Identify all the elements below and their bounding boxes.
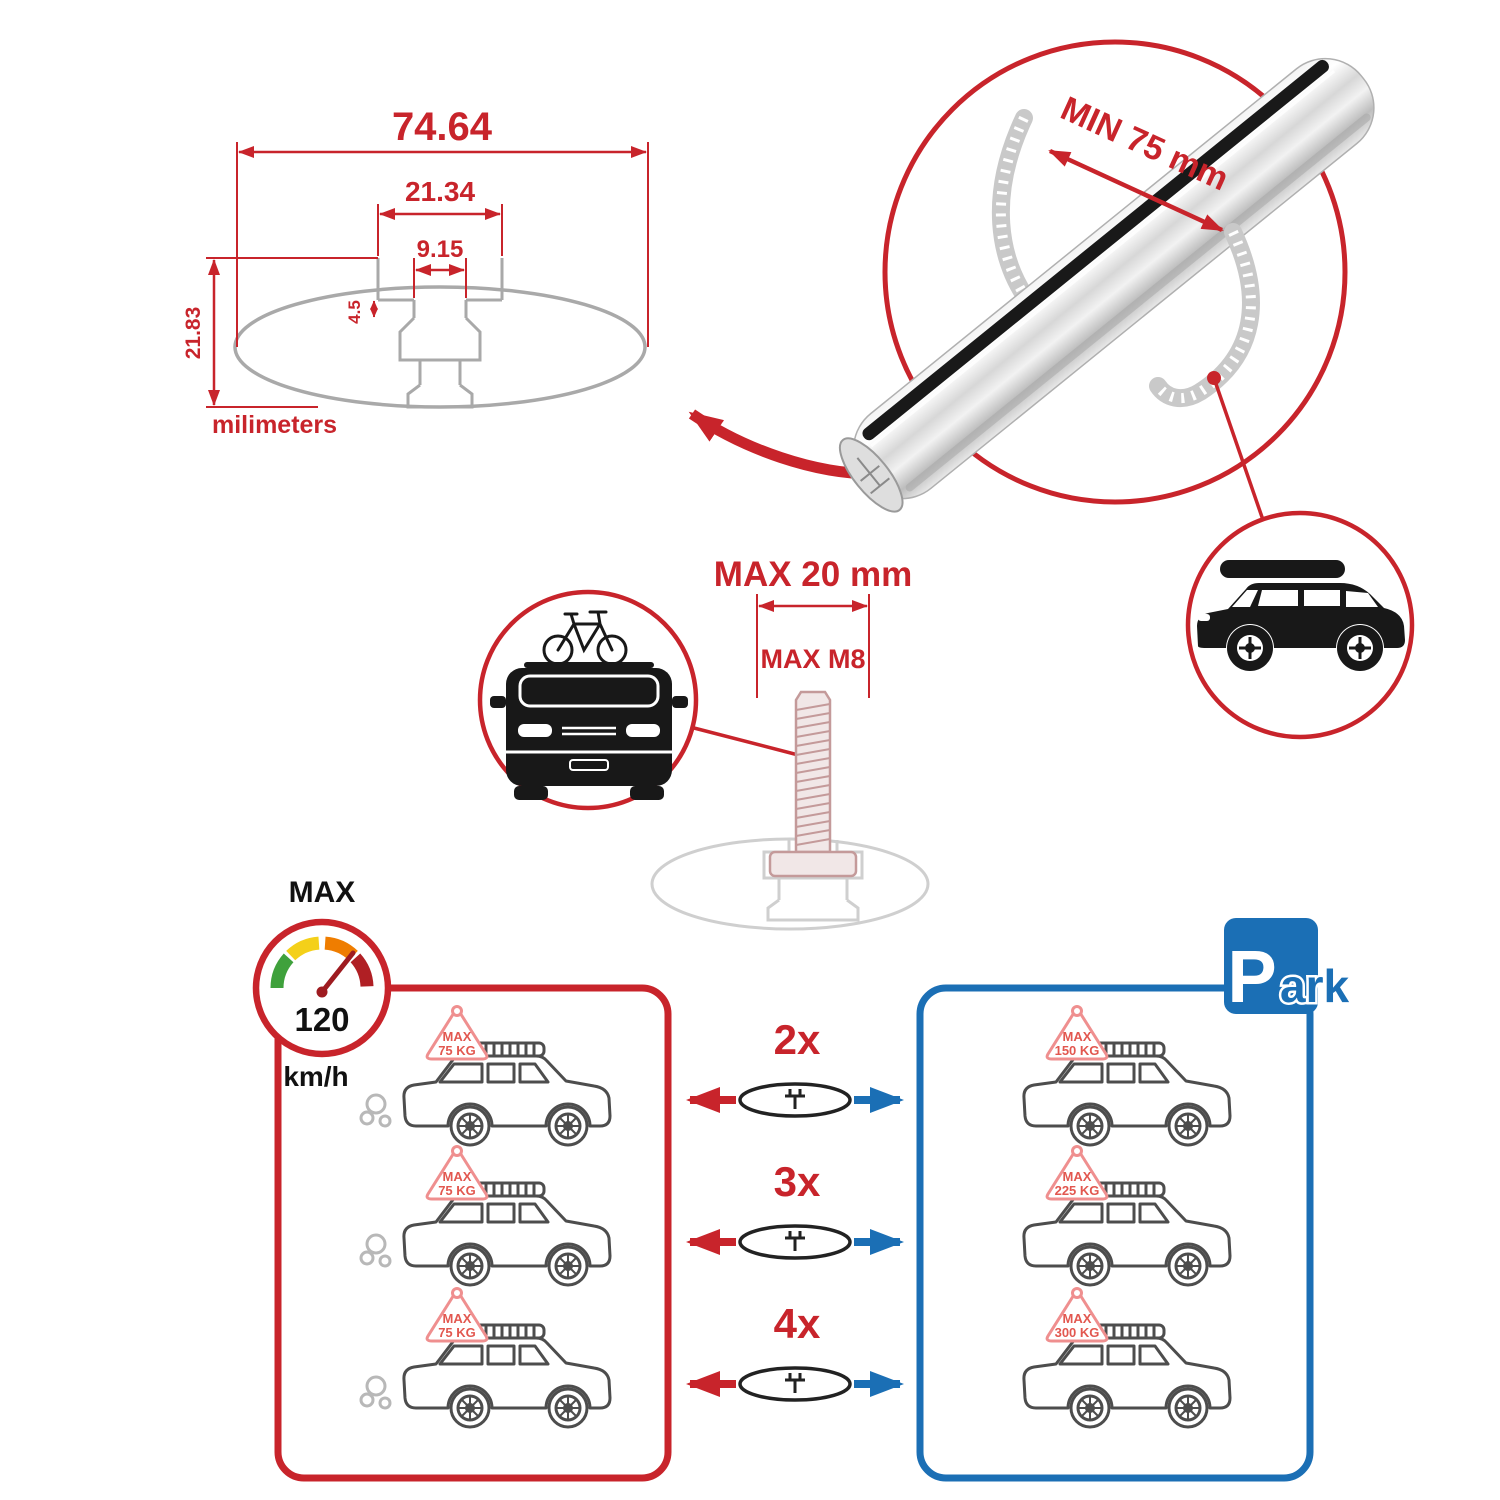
bolt-max-width-label: MAX 20 mm	[714, 555, 912, 594]
dim-channel-inner-ext	[413, 258, 467, 298]
sign-max-label: MAX	[1063, 1029, 1092, 1044]
gauge-arc-red	[350, 953, 374, 987]
bolt-flange	[768, 850, 858, 878]
crossbar-icon-3	[738, 1366, 852, 1402]
speed-value: 120	[294, 1001, 349, 1038]
dim-total-height: 21.83	[182, 307, 205, 360]
dim-channel-outer-ext	[377, 204, 503, 256]
strap-front	[1149, 223, 1260, 408]
sign-weight-label: 300 KG	[1055, 1325, 1100, 1340]
speed-gauge: MAX 120 km/h	[252, 876, 392, 1092]
gauge-arc-yellow	[286, 936, 320, 961]
sign-max-label: MAX	[1063, 1169, 1092, 1184]
park-sign-plate	[1224, 918, 1318, 1014]
sign-weight-label: 150 KG	[1055, 1043, 1100, 1058]
park-sign: P ark	[1224, 918, 1352, 1018]
bar-profile-channel	[376, 258, 504, 409]
multiplier-label-2x: 2x	[774, 1016, 821, 1063]
dim-lip-depth: 4.5	[345, 300, 364, 324]
bolt-max-width-ext	[756, 594, 870, 698]
speed-units: km/h	[283, 1061, 348, 1092]
driving-cars: MAX 75 KG MAX 75 KG MAX 75 KG	[359, 1005, 612, 1429]
suv-roofbox-callout	[1185, 510, 1415, 740]
multiplier-label-4x: 4x	[774, 1300, 821, 1347]
sign-max-label: MAX	[443, 1311, 472, 1326]
bolt-diagram: MAX 20 mm MAX M8	[477, 555, 930, 931]
park-rest: ark	[1280, 960, 1349, 1012]
crossbar-icon-1	[738, 1082, 852, 1118]
sign-weight-label: 225 KG	[1055, 1183, 1100, 1198]
multiplier-label-3x: 3x	[774, 1158, 821, 1205]
sign-max-label: MAX	[443, 1169, 472, 1184]
strap-marker-dot	[1207, 371, 1221, 385]
gauge-needle	[319, 950, 356, 995]
dim-total-width-ext	[236, 142, 649, 347]
car-front-illustration	[490, 662, 688, 800]
parked-cars: MAX 150 KG MAX 225 KG MAX 300 KG	[1022, 1005, 1232, 1429]
crossbar-icon-2	[738, 1224, 852, 1260]
bolt-illustration	[768, 690, 858, 878]
bar-closeup: MIN 75 mm	[838, 39, 1375, 521]
dim-channel-outer: 21.34	[405, 176, 475, 207]
dim-total-height-ref	[206, 257, 378, 408]
leader-to-suv	[1214, 383, 1265, 521]
sign-max-label: MAX	[443, 1029, 472, 1044]
dim-channel-inner: 9.15	[417, 236, 464, 263]
bolt-max-thread-label: MAX M8	[760, 644, 865, 674]
bar-profile-ellipse	[233, 285, 647, 409]
multiplier-rows: 2x 3x 4x	[686, 1016, 904, 1402]
ghost-bar-profile	[650, 837, 930, 931]
dim-total-width: 74.64	[392, 105, 493, 149]
ghost-channel	[762, 840, 864, 922]
max-speed-label: MAX	[289, 876, 356, 909]
sign-weight-label: 75 KG	[438, 1183, 476, 1198]
gauge-hub	[316, 986, 328, 998]
cross-section-dimension-diagram: 74.64 21.34 9.15 4.5 21.83 milimeters	[182, 105, 649, 439]
units-label: milimeters	[212, 411, 337, 439]
sign-max-label: MAX	[1063, 1311, 1092, 1326]
sign-weight-label: 75 KG	[438, 1325, 476, 1340]
park-letter: P	[1227, 935, 1276, 1018]
gauge-arc-green	[270, 953, 294, 989]
suv-illustration	[1197, 560, 1405, 671]
sign-weight-label: 75 KG	[438, 1043, 476, 1058]
leader-to-bolt	[693, 726, 807, 759]
roof-box	[1220, 560, 1345, 578]
min-span-arrow	[1048, 148, 1224, 233]
